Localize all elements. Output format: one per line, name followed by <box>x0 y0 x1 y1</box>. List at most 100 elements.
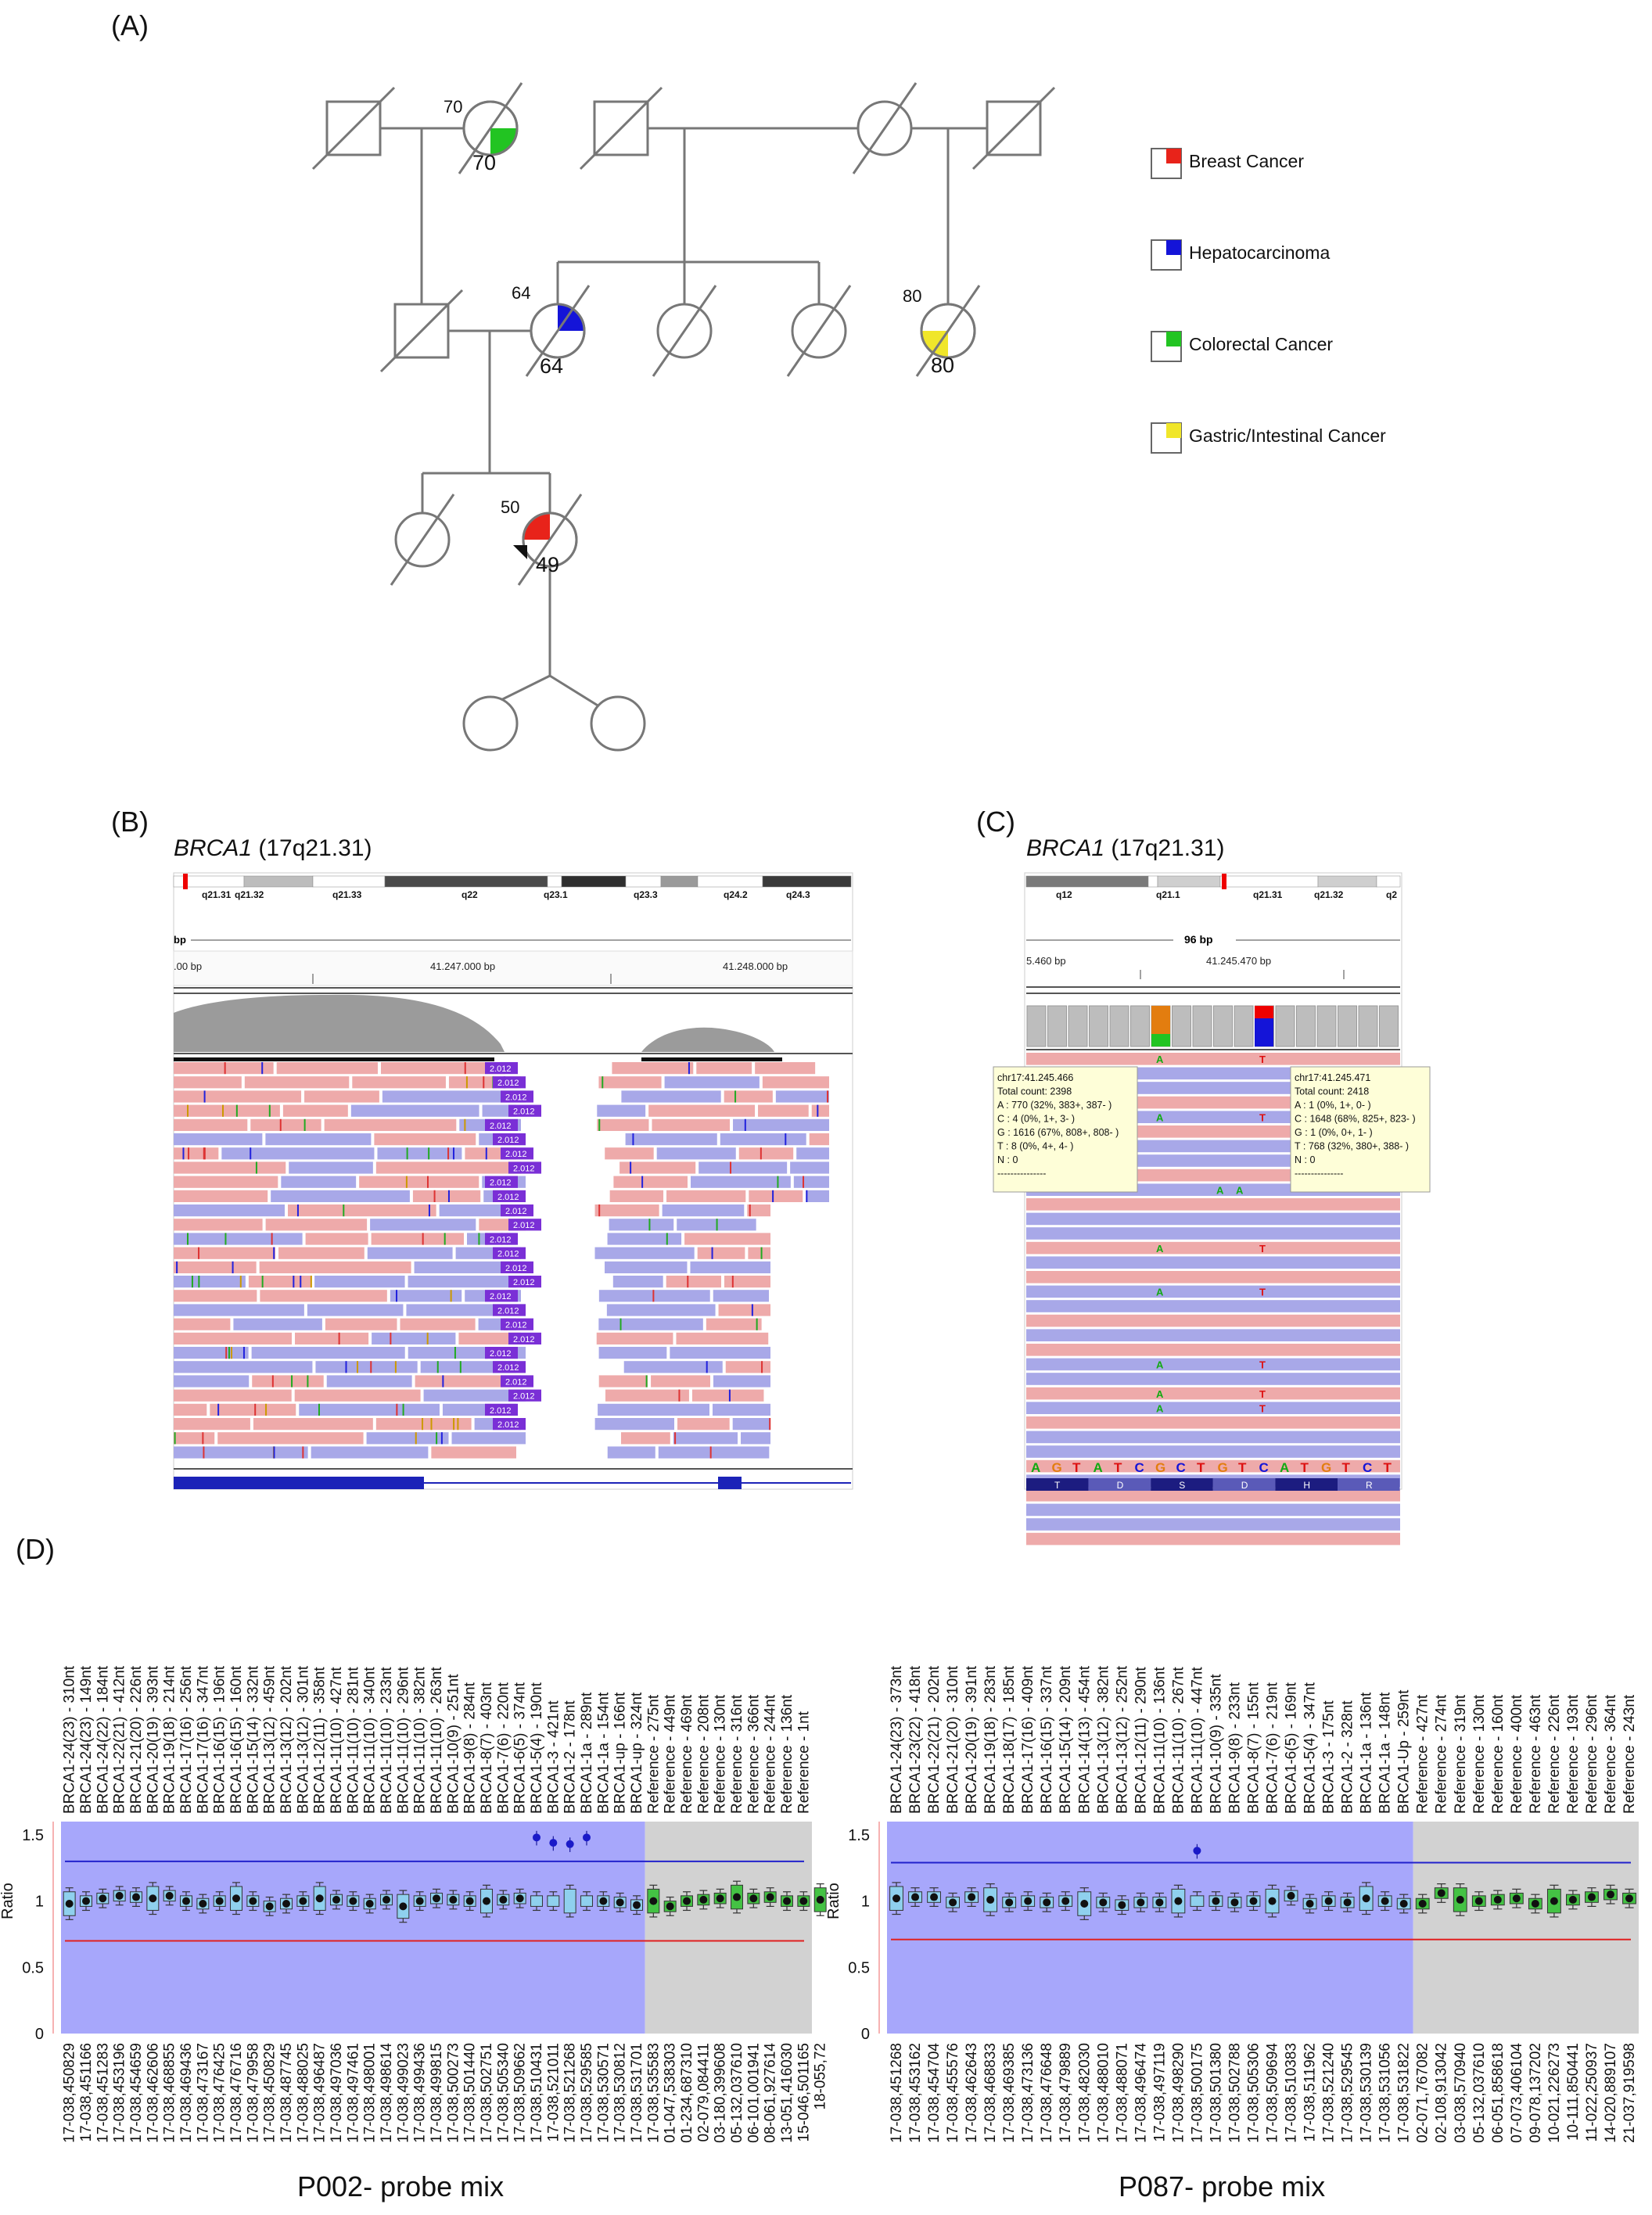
probe-label: BRCA1-6(5) - 169nt <box>1284 1682 1300 1814</box>
clip-label: 2.012 <box>505 1150 527 1159</box>
popup-line: Total count: 2418 <box>1295 1086 1369 1097</box>
mismatch-t: T <box>1259 1402 1266 1414</box>
data-point <box>1550 1897 1558 1905</box>
probe-label: Reference - 449nt <box>663 1694 679 1814</box>
coord-label: 03-180,399608 <box>713 2043 729 2143</box>
probe-label: Reference - 130nt <box>713 1694 729 1814</box>
probe-label: BRCA1-9(8) - 284nt <box>462 1682 479 1814</box>
probe-label: BRCA1-24(22) - 184nt <box>95 1665 111 1814</box>
data-point <box>515 1894 524 1903</box>
data-point <box>82 1897 90 1905</box>
probe-label: BRCA1-13(12) - 252nt <box>1114 1665 1130 1814</box>
panel-label-b: (B) <box>111 806 149 838</box>
data-point <box>666 1902 674 1911</box>
coord-label: 17-038,510383 <box>1284 2043 1300 2143</box>
legend-label-1: Hepatocarcinoma <box>1189 242 1330 263</box>
proband-arrow <box>513 545 527 559</box>
band-label-b-7: q24.3 <box>786 889 810 900</box>
y-tick-label: 0.5 <box>22 1959 44 1976</box>
probe-label: Reference - 275nt <box>645 1694 662 1814</box>
probe-label: Reference - 136nt <box>779 1694 795 1814</box>
coord-label: 17-038,450829 <box>262 2043 278 2143</box>
coord-label: 17-038,521268 <box>562 2043 579 2143</box>
data-point <box>1531 1900 1539 1908</box>
probe-label: Reference - 319nt <box>1453 1694 1469 1814</box>
probe-label: BRCA1-22(21) - 202nt <box>926 1665 943 1814</box>
y-tick-label: 0 <box>35 2026 44 2043</box>
clip-label: 2.012 <box>490 1406 512 1416</box>
coord-label: 17-038,488071 <box>1114 2043 1130 2143</box>
clip-label: 2.012 <box>490 1179 512 1188</box>
probe-label: BRCA1-7(6) - 220nt <box>495 1682 512 1814</box>
probe-label: Reference - 226nt <box>1546 1694 1563 1814</box>
popup-line: G : 1616 (67%, 808+, 808- ) <box>997 1127 1119 1138</box>
popup-line: G : 1 (0%, 0+, 1- ) <box>1295 1127 1373 1138</box>
y-axis-label: Ratio <box>0 1883 16 1919</box>
coord-label: 01-047,538303 <box>663 2043 679 2143</box>
data-point <box>1418 1900 1427 1908</box>
coord-label: 17-038,511962 <box>1302 2043 1319 2141</box>
data-point <box>465 1897 474 1905</box>
band-label-c-4: q2 <box>1386 889 1397 900</box>
data-point <box>911 1893 920 1901</box>
probe-label: Reference - 400nt <box>1509 1694 1525 1814</box>
data-point <box>930 1893 939 1901</box>
coord-label: 17-038,509662 <box>512 2043 529 2143</box>
data-point <box>1381 1897 1389 1905</box>
data-point <box>332 1895 340 1904</box>
sequence-base: G <box>1155 1460 1165 1475</box>
mismatch-t: T <box>1259 1287 1266 1298</box>
data-point-duplication <box>549 1839 558 1847</box>
amino-acid: D <box>1117 1480 1124 1491</box>
data-point <box>949 1898 957 1907</box>
data-point <box>65 1900 74 1908</box>
y-tick-label: 1.5 <box>22 1827 44 1844</box>
data-point <box>199 1900 207 1908</box>
data-point <box>132 1893 140 1901</box>
mismatch-a: A <box>1156 1287 1164 1298</box>
clip-label: 2.012 <box>513 1108 535 1117</box>
probe-label: Reference - 160nt <box>1490 1694 1507 1814</box>
mismatch-t: T <box>1259 1359 1266 1371</box>
data-point <box>149 1894 157 1903</box>
probe-label: BRCA1-17(16) - 347nt <box>195 1665 211 1814</box>
y-tick-label: 1.5 <box>848 1827 870 1844</box>
data-point <box>616 1898 624 1907</box>
data-point <box>1324 1897 1333 1905</box>
sequence-base: T <box>1072 1460 1081 1475</box>
data-point <box>1437 1889 1446 1897</box>
coord-label: 17-038,500273 <box>445 2043 461 2143</box>
clip-label: 2.012 <box>497 1250 519 1259</box>
band-label-b-1: q21.32 <box>235 889 264 900</box>
coord-label: 17-038,462606 <box>145 2043 161 2143</box>
popup-line: chr17:41.245.471 <box>1295 1072 1370 1083</box>
gm-age-onset: 70 <box>444 97 462 117</box>
coord-label: 17-038,482030 <box>1076 2043 1093 2143</box>
target-region <box>61 1822 645 2034</box>
locus-b: (17q21.31) <box>252 835 372 861</box>
data-point <box>1174 1897 1183 1905</box>
data-point <box>1005 1898 1014 1907</box>
coord-label: 17-038,529585 <box>579 2043 595 2143</box>
coord-label: 17-038,497119 <box>1151 2043 1168 2141</box>
probe-label: BRCA1-8(7) - 155nt <box>1245 1682 1262 1814</box>
coord-label: 17-038,455576 <box>945 2043 961 2143</box>
band-label-b-6: q24.2 <box>724 889 748 900</box>
sequence-base: C <box>1176 1460 1186 1475</box>
span-b: bp <box>174 934 186 946</box>
coord-label: 17-038,453196 <box>112 2043 128 2143</box>
probe-label: BRCA1-11(10) - 267nt <box>1170 1667 1187 1814</box>
gene-track-b <box>174 1477 851 1489</box>
probe-label: BRCA1-9(8) - 233nt <box>1226 1682 1243 1814</box>
probe-label: BRCA1-11(10) - 296nt <box>395 1667 411 1814</box>
proband-age-onset: 50 <box>501 497 519 517</box>
mismatch-a: A <box>1156 1243 1164 1255</box>
target-region <box>887 1822 1413 2034</box>
clip-label: 2.012 <box>513 1164 535 1173</box>
coverage-track-b <box>174 994 774 1052</box>
